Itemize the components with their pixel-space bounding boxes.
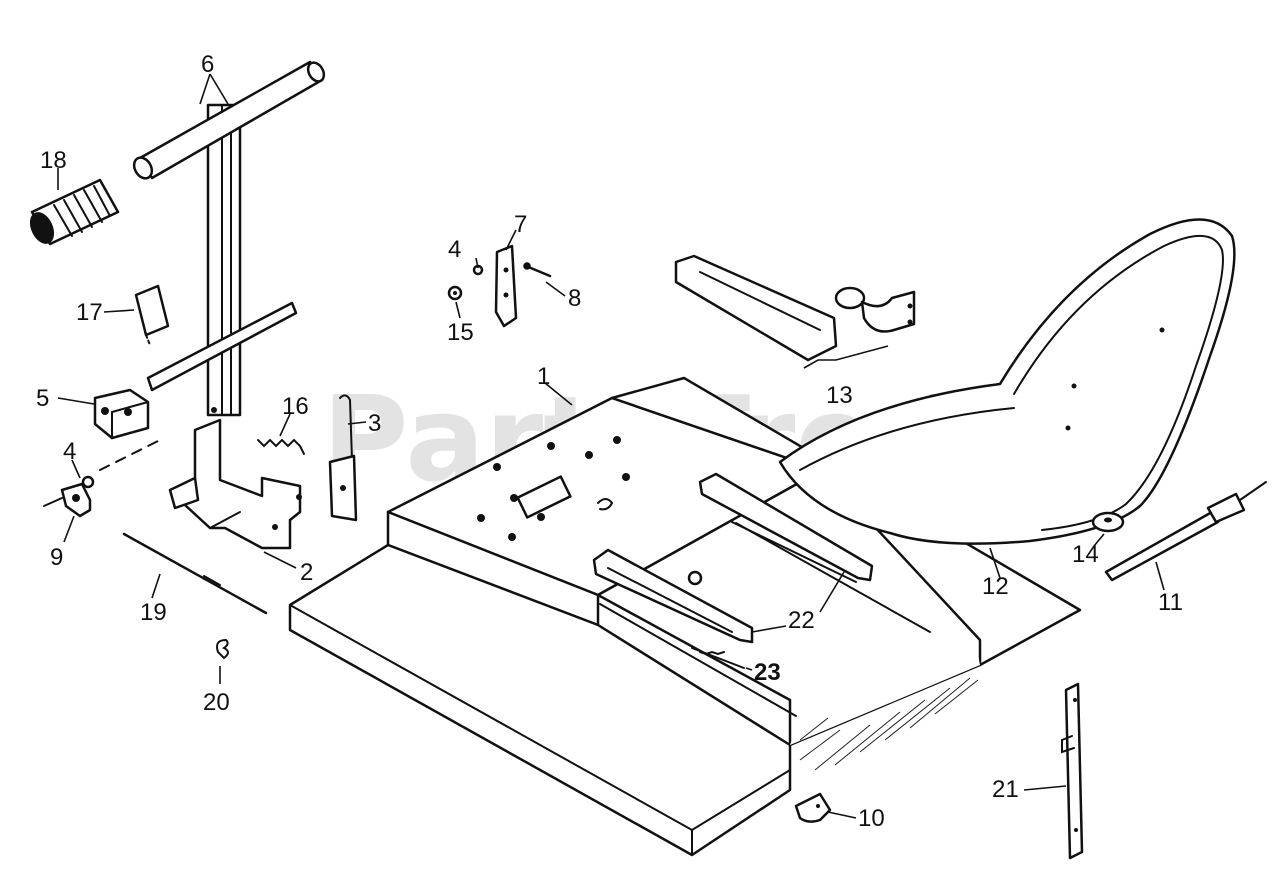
callout-7: 7	[514, 211, 527, 238]
callout-4a: 4	[63, 438, 76, 465]
callout-23: 23	[754, 659, 781, 686]
part-block[interactable]	[93, 388, 161, 471]
part-washer[interactable]	[1091, 511, 1125, 533]
callout-8: 8	[568, 285, 581, 312]
leader-lines	[57, 73, 1165, 819]
part-adjuster-bar[interactable]	[1104, 481, 1267, 582]
part-floor-pan[interactable]	[288, 376, 1082, 857]
callout-9: 9	[50, 544, 63, 571]
callout-5: 5	[36, 385, 49, 412]
callout-22: 22	[788, 607, 815, 634]
callout-4b: 4	[448, 236, 461, 263]
callout-10: 10	[858, 805, 885, 832]
callout-2: 2	[300, 559, 313, 586]
callout-17: 17	[76, 299, 103, 326]
callout-13: 13	[826, 382, 853, 409]
callout-11: 11	[1158, 589, 1183, 616]
callout-20: 20	[203, 689, 230, 716]
callout-16: 16	[282, 393, 309, 420]
callout-19: 19	[140, 599, 167, 626]
part-seat[interactable]	[778, 218, 1236, 545]
part-floor-clip[interactable]	[794, 792, 832, 823]
callout-3: 3	[368, 410, 381, 437]
part-latch-plate[interactable]	[328, 394, 358, 522]
part-seat-rail[interactable]	[592, 472, 874, 644]
part-handle-grip[interactable]	[26, 178, 120, 247]
part-seat-rod[interactable]	[691, 647, 745, 669]
part-switch[interactable]	[134, 284, 170, 346]
part-handle-bar[interactable]	[131, 60, 327, 417]
part-bracket[interactable]	[168, 418, 302, 550]
callout-1: 1	[537, 363, 550, 390]
part-spring[interactable]	[257, 438, 305, 455]
part-vertical-bracket[interactable]	[1061, 682, 1084, 860]
part-lever[interactable]	[494, 244, 518, 328]
callout-6: 6	[201, 51, 214, 78]
floor-underside-hatch	[790, 640, 980, 771]
part-rod[interactable]	[122, 532, 268, 615]
part-nut[interactable]	[447, 285, 463, 301]
callout-12: 12	[982, 573, 1009, 600]
callout-14: 14	[1072, 541, 1099, 568]
part-armrest[interactable]	[674, 254, 916, 362]
callout-15: 15	[447, 319, 474, 346]
part-small-bracket[interactable]	[43, 475, 95, 518]
part-clip[interactable]	[216, 638, 229, 660]
part-pin[interactable]	[523, 262, 552, 278]
callout-21: 21	[992, 776, 1019, 803]
callout-labels: 1 2 3 4 4 5 6 7 8 9 10 11 12 13 14 15 16…	[36, 51, 1183, 832]
callout-18: 18	[40, 147, 67, 174]
